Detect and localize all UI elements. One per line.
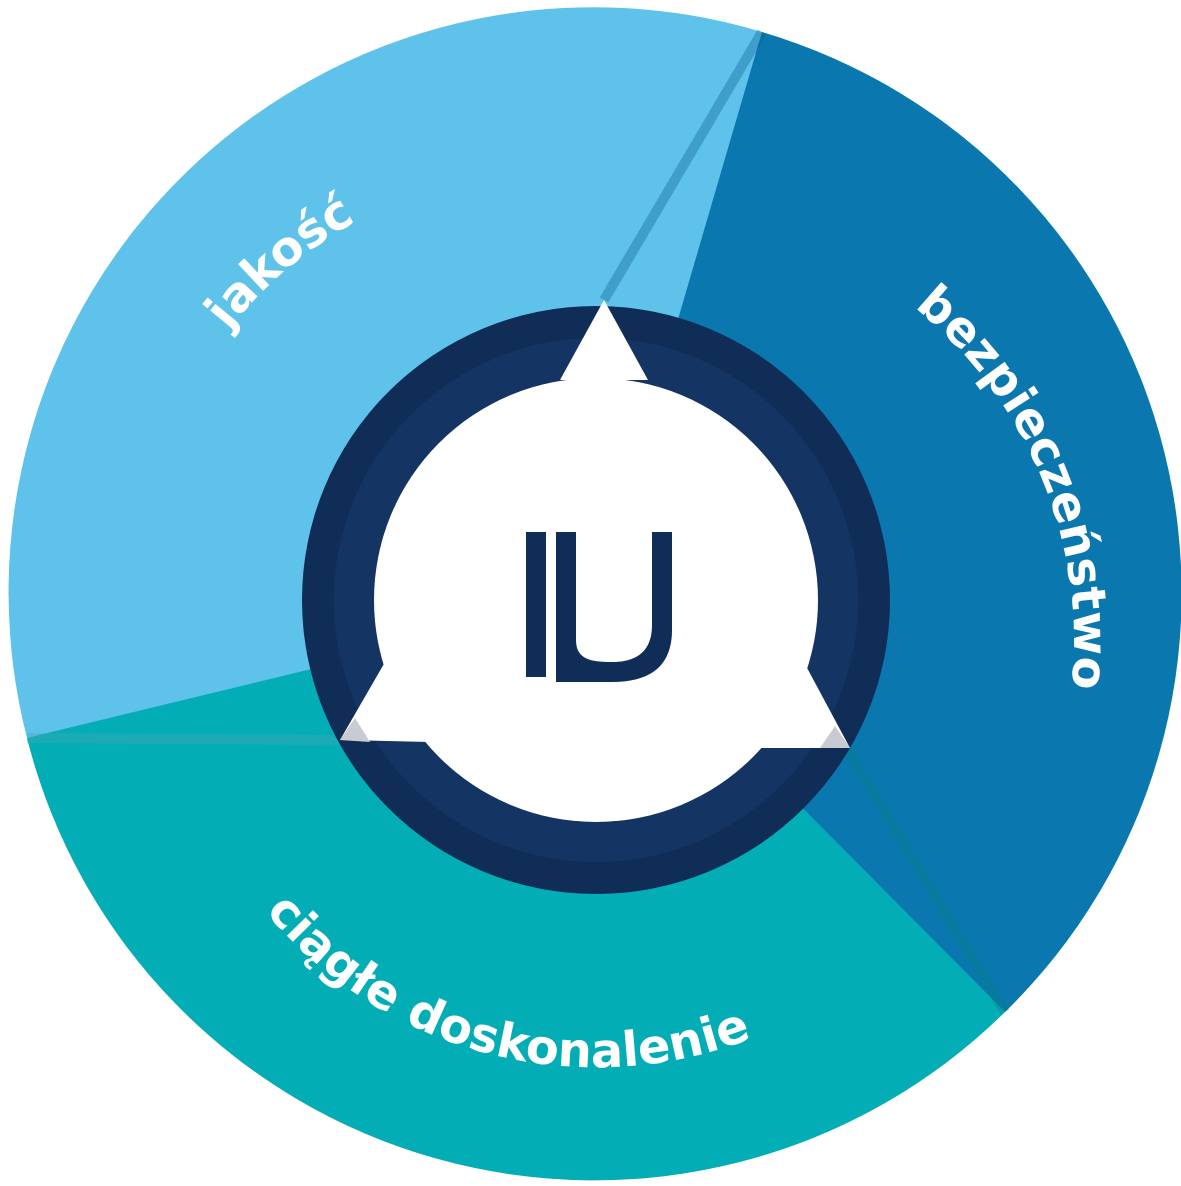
tip-shade-right [820,726,850,748]
hub-center [340,300,850,822]
tip-shade-left [340,718,370,742]
segment-ciagle-doskonalenie[interactable] [27,600,1005,1181]
segment-divider-left [26,733,341,745]
segment-divider-right [840,742,1010,1015]
segment-bezpieczenstwo[interactable] [596,32,1181,1012]
segment-divider-top [599,29,767,303]
company-logo-u-icon [526,532,672,682]
